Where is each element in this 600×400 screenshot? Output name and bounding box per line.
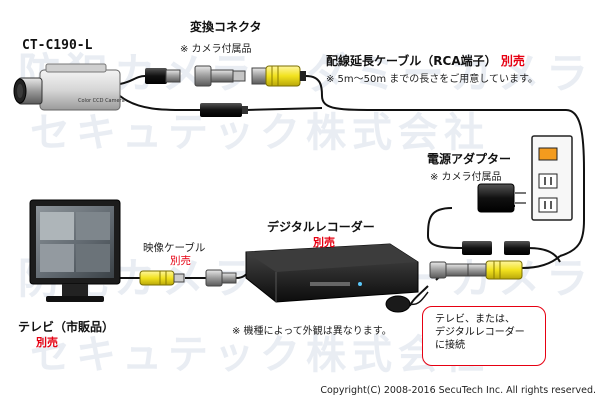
cable-length-note: ※ 5m〜50m までの長さをご用意しています。: [326, 74, 539, 85]
connection-callout: テレビ、または、 デジタルレコーダー に接続: [422, 306, 546, 366]
tv-sold-separately-tag: 別売: [36, 336, 58, 349]
converter-graphic: [145, 65, 246, 87]
adapter-note: ※ カメラ付属品: [430, 172, 502, 183]
video-cable-plugs: [139, 269, 237, 287]
recorder-input-plugs: [429, 260, 523, 280]
cable-title: 配線延長ケーブル（RCA端子） 別売: [326, 52, 525, 69]
power-adapter: [462, 183, 530, 255]
callout-line2: デジタルレコーダー: [435, 327, 525, 338]
converter-note: ※ カメラ付属品: [180, 44, 252, 55]
recorder-title: デジタルレコーダー: [267, 220, 375, 234]
cable-sold-separately-tag: 別売: [500, 54, 525, 68]
video-cable-sold-separately-tag: 別売: [170, 255, 191, 267]
video-cable-title: 映像ケーブル: [143, 242, 206, 254]
watermark-line2: セキュテック株式会社: [30, 110, 490, 156]
tv-title: テレビ（市販品）: [18, 320, 115, 334]
wall-outlet: [531, 135, 573, 221]
watermark-line2-lower: セキュテック株式会社: [30, 332, 490, 378]
extension-yellow-plug-top: [251, 65, 306, 87]
cable-title-text: 配線延長ケーブル（RCA端子）: [326, 54, 497, 68]
appearance-note: ※ 機種によって外観は異なります。: [232, 326, 392, 337]
recorder-sold-separately-tag: 別売: [313, 236, 335, 249]
converter-title: 変換コネクタ: [190, 20, 262, 34]
camera-body-text: Color CCD Camera: [78, 98, 125, 104]
tv-monitor: [29, 199, 121, 302]
camera-model-label: CT-C190-L: [22, 38, 93, 53]
callout-line3: に接続: [435, 340, 465, 351]
callout-line1: テレビ、または、: [435, 314, 515, 325]
adapter-title: 電源アダプター: [427, 152, 512, 166]
camera-graphic: Color CCD Camera: [13, 63, 125, 111]
digital-recorder: [245, 243, 429, 313]
power-plug-top: [200, 103, 248, 117]
copyright-text: Copyright(C) 2008-2016 SecuTech Inc. All…: [320, 385, 596, 396]
